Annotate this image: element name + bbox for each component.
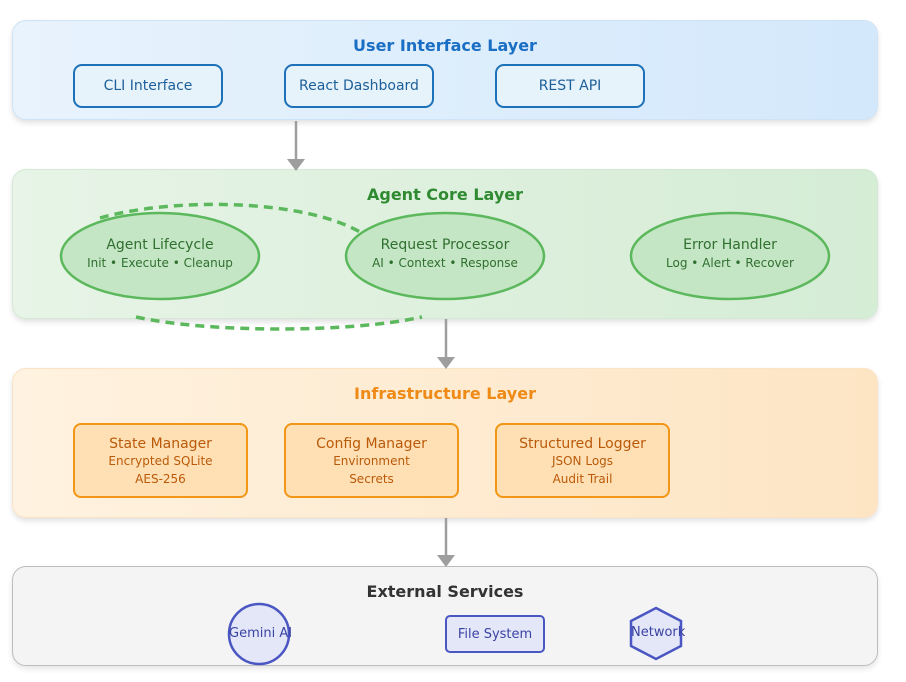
agent-lifecycle-label: Agent Lifecycle Init • Execute • Cleanup [61, 237, 259, 270]
arrow-ui-to-core [287, 121, 305, 171]
config-manager-line-1: Environment [333, 454, 410, 468]
structured-logger-line-2: Audit Trail [552, 472, 613, 486]
dashed-connector-bottom [135, 315, 423, 331]
react-dashboard-box[interactable]: React Dashboard [284, 64, 434, 108]
arrow-core-to-infra [437, 319, 455, 369]
network-hexagon[interactable] [629, 606, 683, 661]
structured-logger-box[interactable]: Structured Logger JSON Logs Audit Trail [495, 423, 670, 498]
state-manager-line-1: Encrypted SQLite [108, 454, 213, 468]
state-manager-line-2: AES-256 [135, 472, 186, 486]
agent-lifecycle-ellipse[interactable] [59, 211, 261, 301]
error-handler-title: Error Handler [683, 237, 777, 253]
config-manager-line-2: Secrets [349, 472, 394, 486]
core-layer-title: Agent Core Layer [366, 185, 523, 204]
external-layer-title: External Services [366, 582, 524, 601]
cli-interface-box[interactable]: CLI Interface [73, 64, 223, 108]
agent-lifecycle-sub: Init • Execute • Cleanup [87, 256, 233, 270]
structured-logger-line-1: JSON Logs [551, 454, 614, 468]
request-processor-sub: AI • Context • Response [372, 256, 518, 270]
request-processor-label: Request Processor AI • Context • Respons… [346, 237, 544, 270]
structured-logger-title: Structured Logger [519, 436, 646, 452]
infra-layer-title: Infrastructure Layer [354, 384, 536, 403]
rest-api-box[interactable]: REST API [495, 64, 645, 108]
file-system-box[interactable]: File System [445, 615, 545, 653]
request-processor-title: Request Processor [380, 237, 510, 253]
network-label: Network [631, 625, 686, 640]
gemini-ai-label: Gemini AI [229, 626, 293, 641]
agent-lifecycle-title: Agent Lifecycle [106, 237, 214, 253]
config-manager-box[interactable]: Config Manager Environment Secrets [284, 423, 459, 498]
error-handler-sub: Log • Alert • Recover [666, 256, 794, 270]
error-handler-label: Error Handler Log • Alert • Recover [631, 237, 829, 270]
state-manager-title: State Manager [109, 436, 212, 452]
request-processor-ellipse[interactable] [344, 211, 546, 301]
config-manager-title: Config Manager [316, 436, 427, 452]
ui-layer-title: User Interface Layer [353, 36, 537, 55]
dashed-connector-top [99, 202, 361, 234]
error-handler-ellipse[interactable] [629, 211, 831, 301]
arrow-infra-to-external [437, 518, 455, 567]
gemini-ai-circle[interactable] [227, 602, 291, 666]
state-manager-box[interactable]: State Manager Encrypted SQLite AES-256 [73, 423, 248, 498]
